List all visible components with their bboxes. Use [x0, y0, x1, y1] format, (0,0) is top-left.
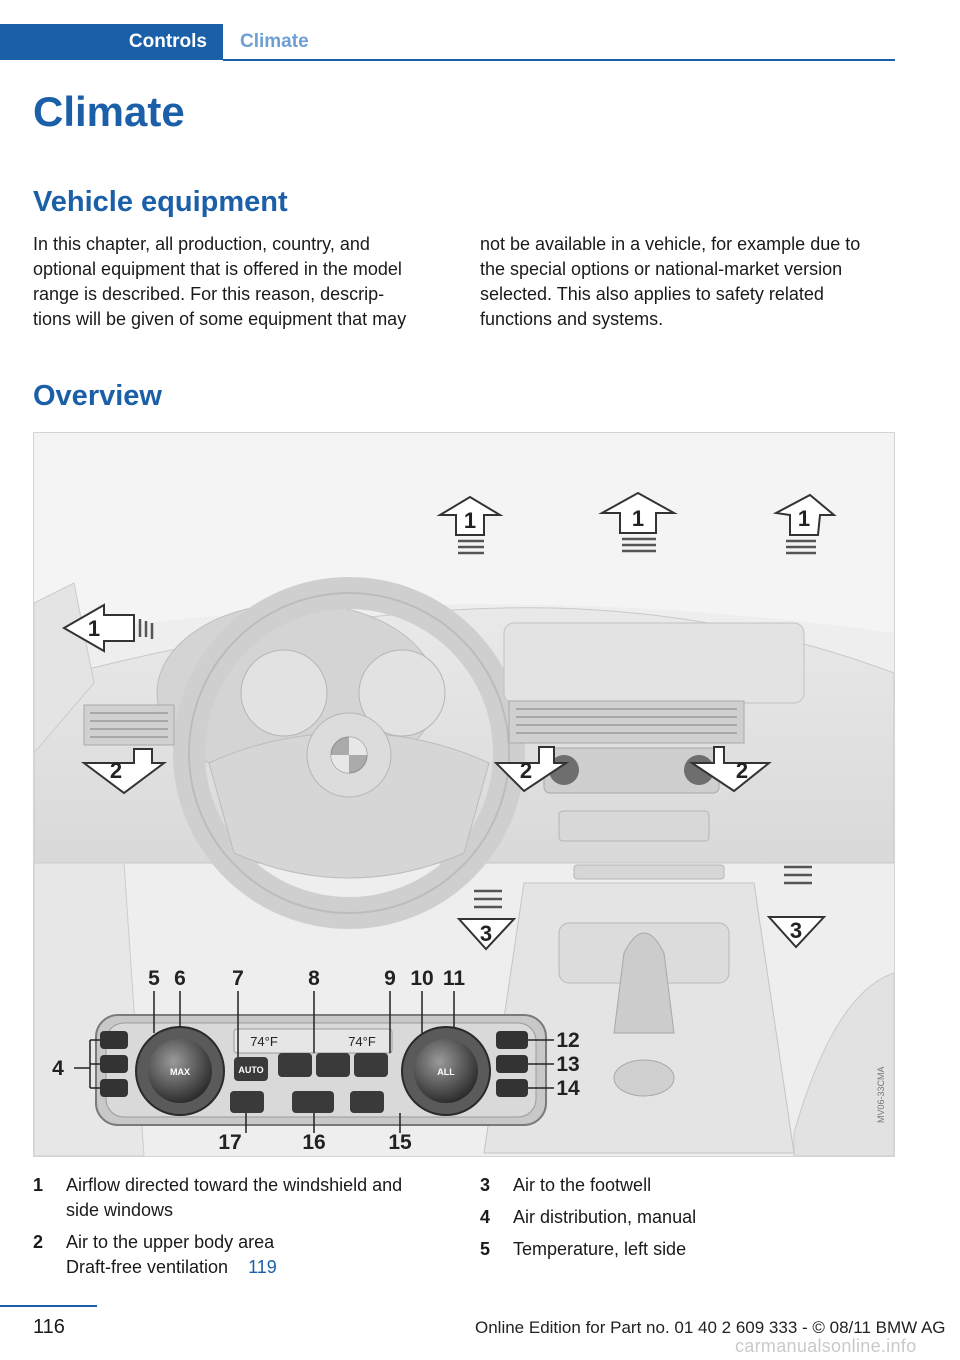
panel-auto-label: AUTO [238, 1065, 263, 1075]
intro-line: the special options or national-market v… [480, 259, 843, 279]
legend-number: 5 [480, 1239, 491, 1259]
dashboard-drawing: 1 1 1 1 2 2 2 3 3 [34, 433, 894, 1156]
legend-number: 2 [33, 1232, 44, 1252]
figure-code: MV06-33CMA [876, 1066, 886, 1123]
page-title: Climate [33, 88, 185, 135]
legend-text: Air to the upper body area [66, 1232, 275, 1252]
intro-line: optional equipment that is offered in th… [33, 259, 402, 279]
callout-2: 2 [520, 758, 532, 783]
edition-note: Online Edition for Part no. 01 40 2 609 … [475, 1318, 946, 1337]
callout-3: 3 [790, 918, 802, 943]
callout-11: 11 [443, 967, 466, 990]
callout-1: 1 [798, 506, 810, 531]
callout-2: 2 [110, 758, 122, 783]
dashboard-illustration: 1 1 1 1 2 2 2 3 3 [33, 432, 895, 1157]
header-rule [223, 59, 895, 61]
callout-4: 4 [52, 1057, 64, 1080]
legend-text: Air to the footwell [513, 1175, 652, 1195]
intro-line: tions will be given of some equipment th… [33, 309, 407, 329]
legend-text: side windows [66, 1200, 174, 1220]
climate-panel [95, 1014, 547, 1126]
panel-temp-right: 74°F [348, 1034, 376, 1049]
callout-12: 12 [556, 1029, 579, 1052]
legend-number: 3 [480, 1175, 491, 1195]
callout-2: 2 [736, 758, 748, 783]
callout-16: 16 [302, 1131, 325, 1154]
callout-13: 13 [556, 1053, 579, 1076]
watermark: carmanualsonline.info [735, 1336, 917, 1356]
callout-17: 17 [218, 1131, 241, 1154]
heading-overview: Overview [33, 380, 162, 412]
intro-line: selected. This also applies to safety re… [480, 284, 824, 304]
callout-7: 7 [232, 967, 244, 990]
legend-text: Draft-free ventilation 119 [66, 1255, 277, 1280]
callout-1: 1 [88, 616, 100, 641]
legend-text: Temperature, left side [513, 1239, 687, 1259]
section-tab-controls[interactable]: Controls [0, 24, 223, 60]
intro-line: functions and systems. [480, 309, 664, 329]
legend-text: Air distribution, manual [513, 1207, 697, 1227]
panel-temp-left: 74°F [250, 1034, 278, 1049]
callout-5: 5 [148, 967, 160, 990]
heading-vehicle-equipment: Vehicle equipment [33, 186, 288, 218]
callout-6: 6 [174, 967, 186, 990]
page-reference-link[interactable]: 119 [248, 1257, 277, 1277]
legend-text: Airflow directed toward the windshield a… [66, 1175, 403, 1195]
callout-10: 10 [410, 967, 433, 990]
callout-15: 15 [388, 1131, 412, 1154]
legend-number: 1 [33, 1175, 44, 1195]
intro-line: not be available in a vehicle, for examp… [480, 234, 861, 254]
chapter-tab-climate[interactable]: Climate [240, 31, 309, 52]
callout-14: 14 [556, 1077, 580, 1100]
intro-line: In this chapter, all production, country… [33, 234, 370, 254]
panel-all-label: ALL [437, 1067, 455, 1077]
callout-8: 8 [308, 967, 320, 990]
page-number: 116 [33, 1316, 65, 1338]
callout-9: 9 [384, 967, 396, 990]
legend-number: 4 [480, 1207, 491, 1227]
intro-line: range is described. For this reason, des… [33, 284, 385, 304]
footer-rule [0, 1305, 97, 1307]
arrow-windshield [61, 491, 837, 653]
callout-1: 1 [632, 506, 644, 531]
page-header: Controls Climate [0, 24, 895, 62]
callout-3: 3 [480, 921, 492, 946]
legend-subtext: Draft-free ventilation [66, 1257, 229, 1277]
callout-1: 1 [464, 508, 476, 533]
panel-max-label: MAX [170, 1067, 190, 1077]
